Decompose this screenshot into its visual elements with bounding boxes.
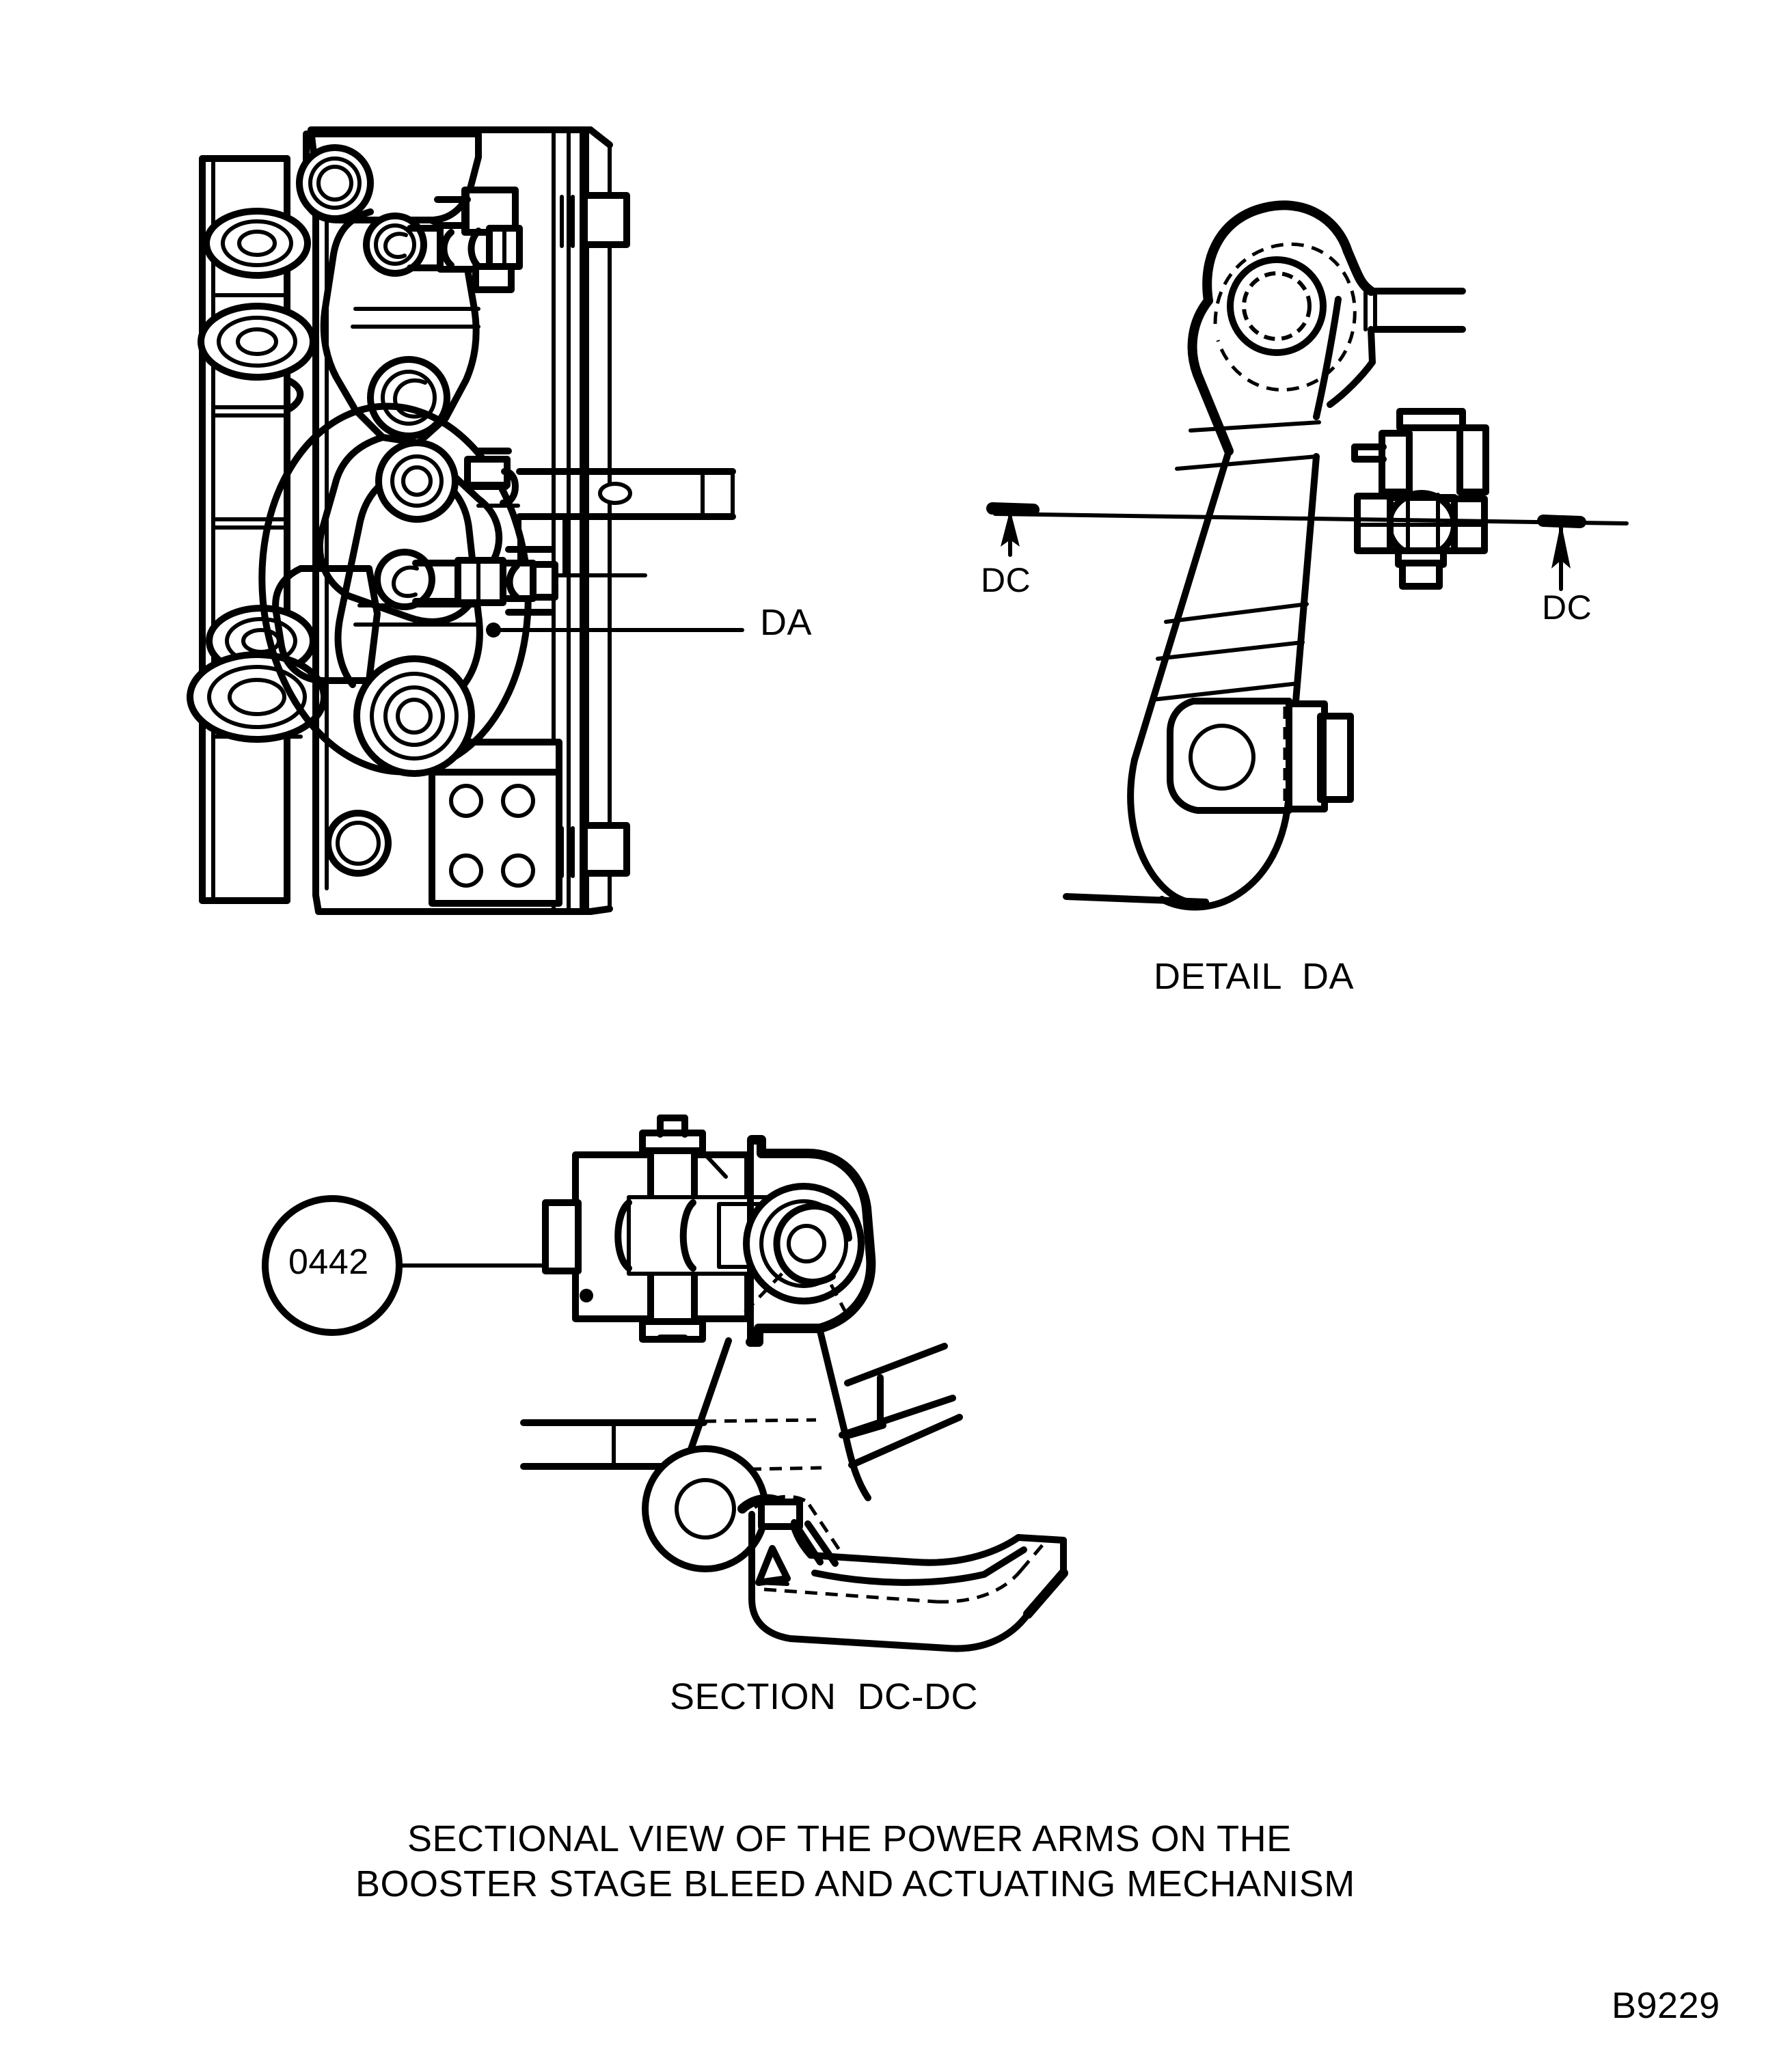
upper-arm-top-eye	[296, 144, 374, 222]
section-mark-dc-left-label: DC	[981, 561, 1031, 599]
casing-flange-crossbar	[476, 468, 736, 577]
lower-arm-bottom-eye	[353, 655, 475, 777]
casing-tab-upper	[560, 192, 630, 248]
lower-arm-upper-eye	[375, 439, 459, 523]
section-dc-dc-view	[262, 1114, 1068, 1652]
dc-bore	[743, 1183, 865, 1304]
upper-arm-lower-eye	[367, 356, 450, 439]
da-bolt-fitting	[1351, 408, 1489, 590]
da-clevis-fork	[1363, 288, 1466, 366]
detail-da-view	[986, 200, 1629, 911]
casing-bolt-plate	[429, 739, 562, 907]
casing-bottom-boss	[325, 810, 392, 877]
da-bolt-head	[1385, 490, 1459, 560]
item-balloon-0442	[262, 1195, 549, 1336]
assembly-view	[187, 126, 744, 915]
drawing-title-line-2: BOOSTER STAGE BLEED AND ACTUATING MECHAN…	[355, 1863, 1355, 1904]
section-mark-dc-right-label: DC	[1542, 588, 1592, 627]
drawing-number-label: B9229	[1612, 1985, 1720, 2026]
section-mark-dc-right	[1537, 515, 1586, 591]
da-rod-end-clevis	[1167, 698, 1354, 814]
drawing-title-line-1: SECTIONAL VIEW OF THE POWER ARMS ON THE	[407, 1818, 1292, 1859]
balloon-number-label: 0442	[288, 1242, 369, 1282]
detail-callout-da-label: DA	[760, 602, 813, 643]
upper-arm-clevis-eye	[363, 213, 427, 277]
rail-bushing-lower	[187, 651, 327, 743]
detail-da-caption: DETAIL DA	[1154, 956, 1355, 997]
da-centre-line	[993, 512, 1629, 525]
dc-bolt-assembly	[542, 1114, 769, 1343]
dc-bottom-shoe	[737, 1494, 1068, 1652]
lower-actuator-fitting	[412, 448, 558, 616]
rail-bushing-upper	[203, 208, 311, 279]
casing-tab-lower	[560, 822, 630, 878]
rail-bushing-upper-mid	[198, 303, 316, 381]
da-top-eye-head	[1202, 200, 1376, 420]
upper-actuator-fitting	[407, 187, 523, 293]
section-mark-dc-left	[986, 502, 1040, 557]
detail-da-leader	[486, 623, 744, 638]
section-dc-dc-caption: SECTION DC-DC	[670, 1676, 978, 1717]
dc-arm-head	[705, 1135, 876, 1347]
